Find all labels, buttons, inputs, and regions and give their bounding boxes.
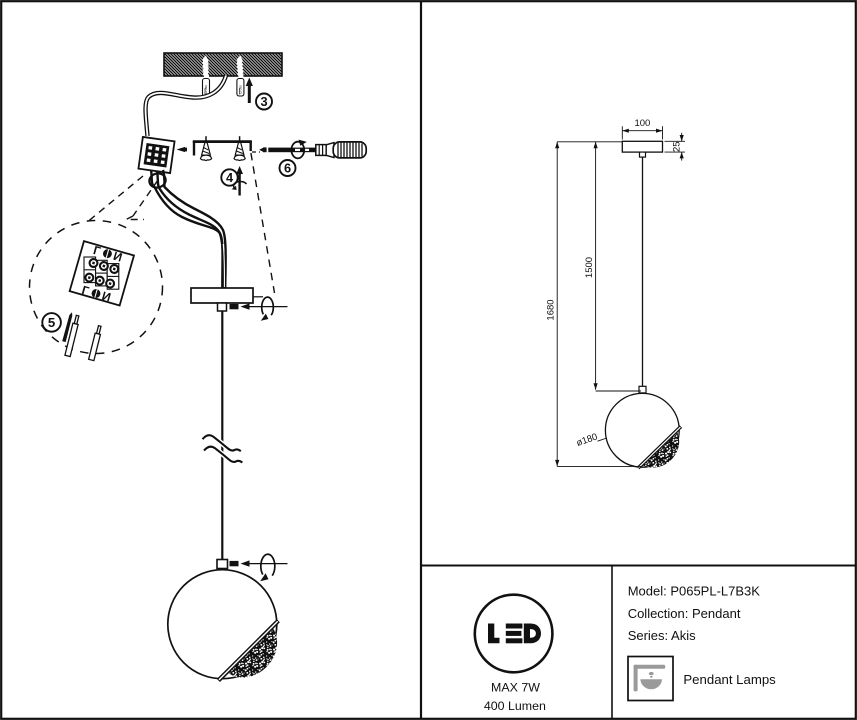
svg-text:Г: Г	[92, 243, 103, 258]
svg-text:1500: 1500	[584, 257, 595, 278]
svg-text:Pendant Lamps: Pendant Lamps	[683, 672, 776, 687]
svg-text:И: И	[112, 249, 124, 265]
svg-text:MAX 7W: MAX 7W	[491, 681, 540, 695]
svg-text:Collection: Pendant: Collection: Pendant	[628, 606, 741, 621]
svg-text:Model: P065PL-L7B3K: Model: P065PL-L7B3K	[628, 583, 761, 598]
svg-text:Г: Г	[80, 283, 91, 298]
svg-text:25: 25	[672, 141, 683, 152]
svg-text:400 Lumen: 400 Lumen	[484, 699, 546, 713]
svg-text:Cross: Cross	[239, 85, 243, 94]
svg-text:И: И	[100, 289, 112, 305]
svg-text:Series: Akis: Series: Akis	[628, 628, 696, 643]
svg-text:4: 4	[226, 170, 234, 185]
svg-text:3: 3	[260, 94, 267, 109]
svg-text:5: 5	[48, 315, 55, 330]
svg-text:100: 100	[634, 118, 650, 129]
svg-text:1680: 1680	[546, 299, 557, 320]
svg-text:6: 6	[284, 161, 291, 176]
svg-text:Cross: Cross	[204, 85, 208, 94]
